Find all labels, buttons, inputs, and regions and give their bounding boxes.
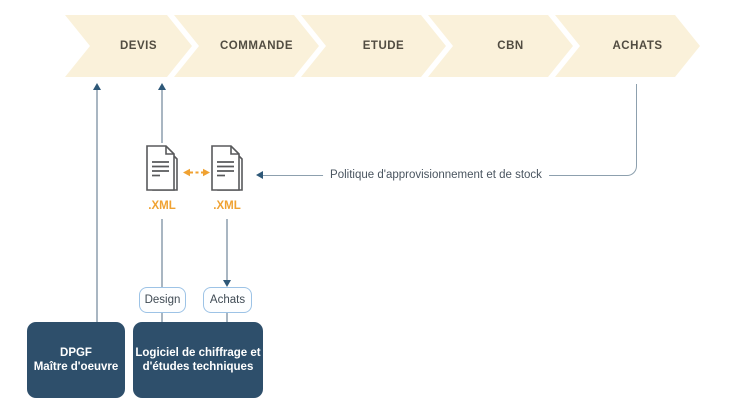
connector-xml1-to-devis [161,90,163,143]
connector-achats-to-xml2 [262,84,637,176]
connector-achats-to-software [226,313,228,322]
process-step-achats: ACHATS [555,15,700,77]
connector-xml2-to-achats [226,219,228,280]
software-box: Logiciel de chiffrage et d'études techni… [133,322,263,398]
process-step-label: CBN [497,40,524,52]
connector-dpgf-to-devis [96,90,98,322]
process-step-etude: ETUDE [301,15,446,77]
bidirectional-exchange-arrow-icon [183,168,210,177]
module-tag-design: Design [139,287,186,313]
dpgf-box: DPGF Maître d'oeuvre [27,322,125,398]
dpgf-box-line1: DPGF [60,347,92,359]
arrowhead-left-icon [256,171,263,179]
process-step-label: ETUDE [362,40,405,52]
arrowhead-up-icon [158,83,166,90]
xml-file-label: .XML [213,200,241,212]
xml-document-icon [146,145,178,191]
arrowhead-down-icon [223,280,231,287]
process-step-label: COMMANDE [220,40,293,52]
software-box-line1: Logiciel de chiffrage et [135,347,261,359]
module-tag-achats: Achats [203,287,252,313]
connector-design-to-software [161,313,163,322]
process-step-devis: DEVIS [65,15,192,77]
supply-policy-label: Politique d'approvisionnement et de stoc… [323,169,549,181]
process-step-commande: COMMANDE [174,15,319,77]
process-step-label: ACHATS [612,40,663,52]
process-step-cbn: CBN [428,15,573,77]
dpgf-box-line2: Maître d'oeuvre [33,361,119,373]
software-box-line2: d'études techniques [142,361,254,373]
process-step-label: DEVIS [119,40,157,52]
connector-xml1-to-design [161,219,163,287]
xml-file-label: .XML [148,200,176,212]
arrowhead-up-icon [93,83,101,90]
xml-document-icon [211,145,243,191]
